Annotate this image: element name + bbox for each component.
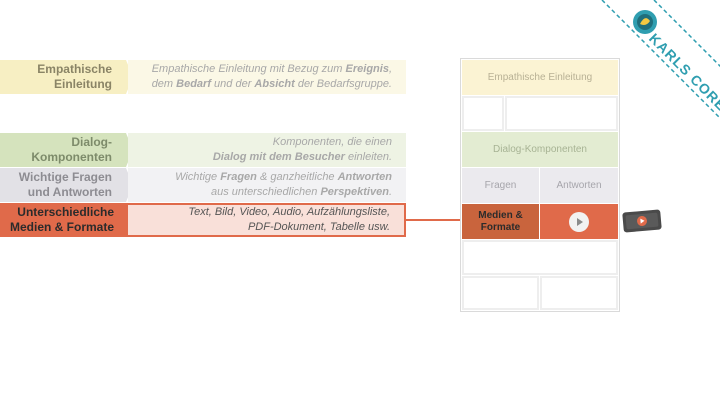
logo-icon (632, 9, 658, 35)
brand-banner: KARLS CORE (596, 0, 720, 138)
wf-block-left (462, 96, 504, 131)
label-empathische-einleitung: Empathische Einleitung (0, 60, 133, 94)
wf-block-bottom-2 (462, 276, 539, 310)
wf-dialog-komponenten: Dialog-Komponenten (462, 132, 618, 167)
label-fragen-antworten: Wichtige Fragen und Antworten (0, 168, 133, 202)
wf-empathische-einleitung: Empathische Einleitung (462, 60, 618, 95)
play-icon[interactable] (568, 211, 590, 233)
row-dialog-komponenten: Dialog- Komponenten Komponenten, die ein… (0, 133, 406, 167)
wf-block-bottom-1 (462, 240, 618, 275)
wf-medien-formate[interactable]: Medien & Formate (462, 204, 539, 239)
label-medien-formate: Unterschiedliche Medien & Formate (2, 205, 135, 235)
row-empathische-einleitung: Empathische Einleitung Empathische Einle… (0, 60, 406, 94)
wf-media-player[interactable] (540, 204, 618, 239)
label-dialog-komponenten: Dialog- Komponenten (0, 133, 133, 167)
row-medien-formate: Unterschiedliche Medien & Formate Text, … (0, 203, 406, 237)
desc-fragen-antworten: Wichtige Fragen & ganzheitliche Antworte… (128, 168, 406, 202)
video-icon (621, 208, 663, 233)
wf-block-bottom-3 (540, 276, 618, 310)
wf-antworten: Antworten (540, 168, 618, 203)
connector-line (406, 219, 462, 221)
row-fragen-antworten: Wichtige Fragen und Antworten Wichtige F… (0, 168, 406, 202)
wf-block-right (505, 96, 618, 131)
desc-medien-formate: Text, Bild, Video, Audio, Aufzählungslis… (128, 205, 404, 235)
wf-fragen: Fragen (462, 168, 539, 203)
page-wireframe: Empathische Einleitung Dialog-Komponente… (460, 58, 620, 312)
desc-dialog-komponenten: Komponenten, die einen Dialog mit dem Be… (128, 133, 406, 167)
desc-empathische-einleitung: Empathische Einleitung mit Bezug zum Ere… (128, 60, 406, 94)
